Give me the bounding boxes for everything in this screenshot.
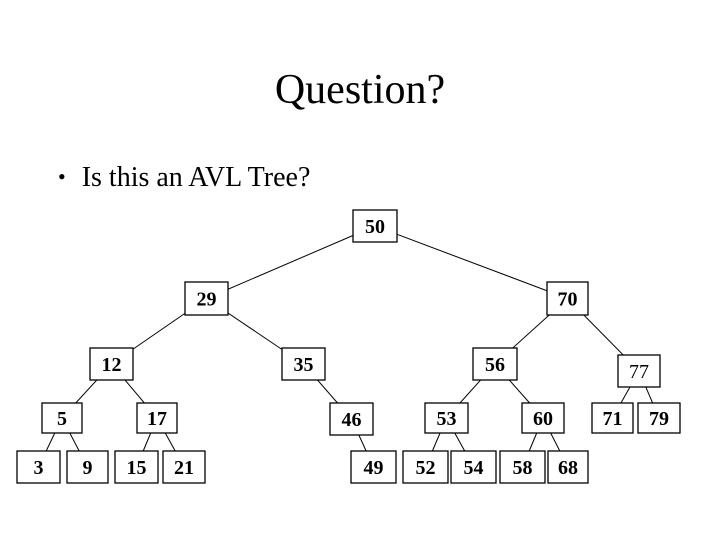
tree-node-box-5 <box>41 402 83 434</box>
tree-node-box-21 <box>162 450 206 484</box>
tree-node-5: 5 <box>41 402 83 434</box>
tree-node-label-17: 17 <box>147 408 167 430</box>
tree-node-label-79: 79 <box>649 408 669 430</box>
tree-node-label-56: 56 <box>485 354 505 376</box>
tree-node-46: 46 <box>329 402 374 436</box>
tree-node-box-58 <box>499 450 546 484</box>
tree-node-label-52: 52 <box>416 457 436 479</box>
tree-node-70: 70 <box>546 281 589 316</box>
tree-node-box-9 <box>66 450 109 484</box>
tree-node-56: 56 <box>472 347 518 381</box>
tree-node-label-77: 77 <box>629 361 649 383</box>
tree-node-box-71 <box>591 402 634 434</box>
tree-node-box-60 <box>521 402 565 434</box>
tree-node-label-15: 15 <box>127 457 147 479</box>
tree-node-box-35 <box>281 347 326 381</box>
tree-node-49: 49 <box>350 450 397 484</box>
tree-edge-50-70 <box>374 225 568 299</box>
tree-node-label-60: 60 <box>533 408 553 430</box>
tree-node-52: 52 <box>402 450 449 484</box>
tree-node-box-12 <box>89 347 134 381</box>
tree-node-box-77 <box>617 354 661 388</box>
tree-node-box-70 <box>546 281 589 316</box>
tree-node-label-29: 29 <box>197 289 217 311</box>
tree-node-17: 17 <box>136 402 178 434</box>
tree-node-3: 3 <box>16 450 61 484</box>
bullet-text: Is this an AVL Tree? <box>81 162 311 193</box>
tree-node-label-49: 49 <box>364 457 384 479</box>
tree-node-9: 9 <box>66 450 109 484</box>
tree-node-label-70: 70 <box>558 289 578 311</box>
tree-node-label-5: 5 <box>57 408 67 430</box>
tree-node-label-68: 68 <box>558 457 578 479</box>
tree-node-50: 50 <box>352 209 398 243</box>
tree-node-label-9: 9 <box>83 457 93 479</box>
tree-edge-50-29 <box>206 225 376 299</box>
tree-node-label-21: 21 <box>174 457 194 479</box>
tree-node-79: 79 <box>637 402 681 434</box>
tree-node-label-3: 3 <box>34 457 44 479</box>
tree-node-71: 71 <box>591 402 634 434</box>
tree-node-60: 60 <box>521 402 565 434</box>
tree-node-box-79 <box>637 402 681 434</box>
tree-node-box-3 <box>16 450 61 484</box>
bullet-item: • Is this an AVL Tree? <box>58 162 678 194</box>
tree-node-box-53 <box>424 402 469 434</box>
tree-node-12: 12 <box>89 347 134 381</box>
tree-node-box-68 <box>547 450 589 484</box>
tree-node-label-54: 54 <box>464 457 484 479</box>
tree-node-box-56 <box>472 347 518 381</box>
tree-node-box-15 <box>114 450 159 484</box>
tree-node-29: 29 <box>184 281 229 316</box>
tree-node-label-46: 46 <box>342 409 362 431</box>
bullet-icon: • <box>58 164 66 189</box>
tree-node-35: 35 <box>281 347 326 381</box>
tree-node-box-54 <box>450 450 497 484</box>
tree-node-box-49 <box>350 450 397 484</box>
tree-node-label-71: 71 <box>603 408 623 430</box>
tree-node-label-58: 58 <box>513 457 533 479</box>
tree-node-58: 58 <box>499 450 546 484</box>
tree-node-box-52 <box>402 450 449 484</box>
tree-node-label-35: 35 <box>294 354 314 376</box>
slide-title: Question? <box>274 67 446 113</box>
tree-node-15: 15 <box>114 450 159 484</box>
tree-node-21: 21 <box>162 450 206 484</box>
tree-node-label-53: 53 <box>437 408 457 430</box>
tree-node-68: 68 <box>547 450 589 484</box>
tree-node-77: 77 <box>617 354 661 388</box>
tree-node-box-50 <box>352 209 398 243</box>
tree-node-box-17 <box>136 402 178 434</box>
tree-node-54: 54 <box>450 450 497 484</box>
tree-node-box-29 <box>184 281 229 316</box>
tree-node-label-12: 12 <box>102 354 122 376</box>
tree-node-label-50: 50 <box>365 216 385 238</box>
tree-node-53: 53 <box>424 402 469 434</box>
tree-node-box-46 <box>329 402 374 436</box>
